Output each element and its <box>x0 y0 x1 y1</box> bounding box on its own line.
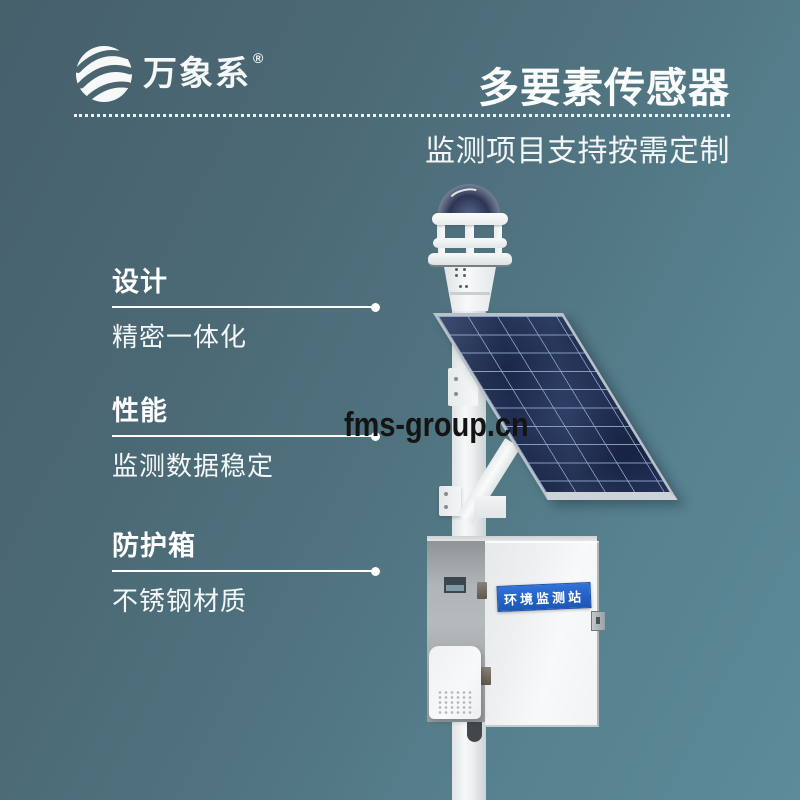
sensor-body-seam <box>450 292 490 295</box>
pole-clamp <box>439 486 461 516</box>
vent-holes <box>437 690 473 714</box>
sensor-disc <box>433 238 507 248</box>
bolt <box>444 505 448 509</box>
control-box-top-edge <box>427 536 597 541</box>
sensor-pillar <box>495 247 502 255</box>
feature-underline <box>112 302 380 312</box>
feature-description: 不锈钢材质 <box>112 586 248 616</box>
sensor-pillar <box>465 224 474 239</box>
feature-underline-dot <box>371 431 380 441</box>
feature-title: 设计 <box>112 267 168 297</box>
feature-title: 防护箱 <box>112 531 196 561</box>
bolt <box>454 392 458 396</box>
sensor-pillar <box>494 224 502 239</box>
feature-block-performance: 性能 监测数据稳定 <box>112 389 382 483</box>
sensor-vent-hole <box>455 274 458 277</box>
header-dotted-divider <box>74 114 730 117</box>
page-title: 多要素传感器 <box>478 65 730 111</box>
box-hinge <box>480 667 491 685</box>
feature-description: 精密一体化 <box>112 322 248 352</box>
box-latch <box>591 611 606 631</box>
bolt <box>454 377 458 381</box>
side-slot-inner <box>446 585 464 591</box>
brand-logo-icon <box>75 46 134 102</box>
feature-underline-dot <box>371 566 380 576</box>
feature-block-design: 设计 精密一体化 <box>112 260 382 354</box>
feature-underline <box>112 431 380 441</box>
sensor-pillar <box>466 247 474 255</box>
feature-description: 监测数据稳定 <box>112 451 275 481</box>
sensor-body <box>443 265 497 311</box>
sensor-vent-hole <box>459 285 462 288</box>
brand-logo-text: 万象系 <box>143 55 251 93</box>
sensor-vent-hole <box>463 274 466 277</box>
bolt <box>444 492 448 496</box>
box-label: 环境监测站 <box>496 581 592 613</box>
box-vent <box>429 646 481 719</box>
box-hinge <box>477 582 487 599</box>
feature-block-enclosure: 防护箱 不锈钢材质 <box>112 524 382 618</box>
cable-gland <box>467 720 482 742</box>
registered-trademark-mark: ® <box>253 50 264 66</box>
sensor-pillar <box>438 247 445 255</box>
sensor-vent-hole <box>465 285 468 288</box>
sensor-base-disc <box>428 253 512 267</box>
control-box-front-panel <box>485 541 599 727</box>
feature-underline <box>112 566 380 576</box>
latch-pin <box>596 617 600 624</box>
sensor-cap-ring <box>432 213 508 225</box>
sensor-pillar <box>437 224 445 239</box>
watermark-text: fms-group.cn <box>344 406 529 444</box>
feature-underline-dot <box>371 302 380 312</box>
sensor-vent-hole <box>455 268 458 271</box>
sensor-vent-hole <box>463 268 466 271</box>
brand-logo: 万象系 ® <box>74 44 264 104</box>
feature-title: 性能 <box>112 396 168 426</box>
panel-support-joint <box>474 496 506 518</box>
control-box-side-slot <box>444 577 466 593</box>
page-subtitle: 监测项目支持按需定制 <box>425 135 730 168</box>
